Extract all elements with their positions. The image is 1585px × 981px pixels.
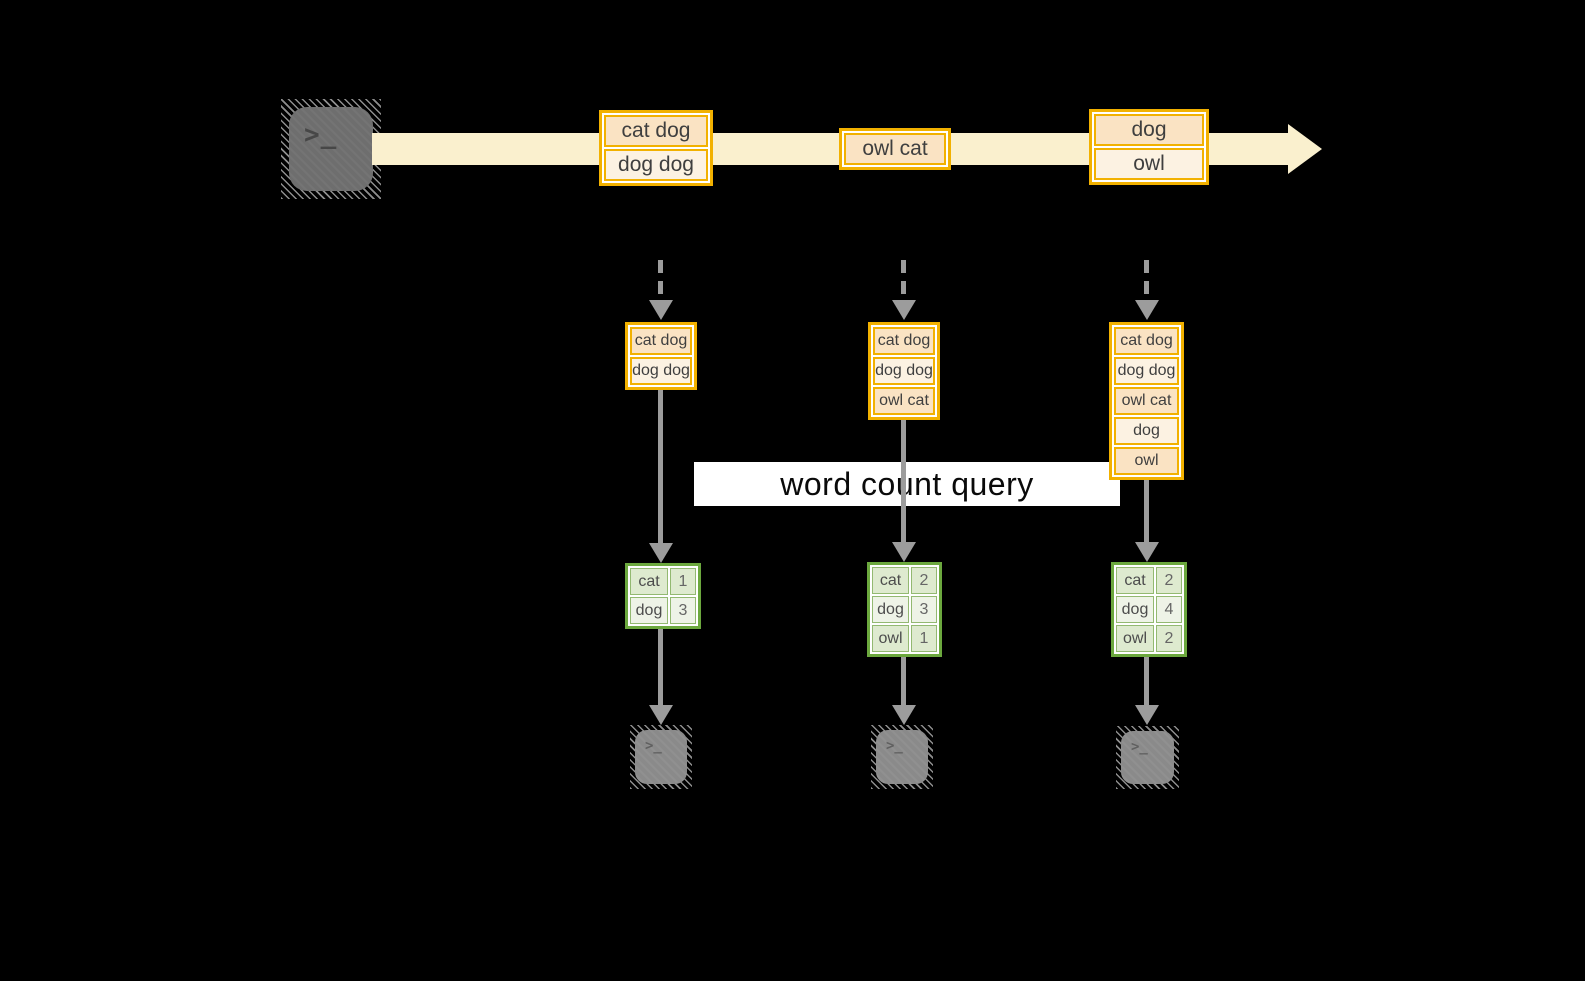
stream-batch-1: cat dog dog dog: [599, 110, 713, 186]
terminal-prompt-glyph: >_: [304, 120, 338, 150]
solid-arrow-head: [649, 543, 673, 563]
count-cell: 2: [911, 567, 937, 594]
terminal-prompt-glyph: >_: [1131, 739, 1148, 755]
stream-record: cat dog: [604, 115, 708, 147]
solid-arrow-head: [1135, 705, 1159, 725]
stream-record: dog: [1094, 114, 1204, 146]
word-cell: cat: [872, 567, 909, 594]
accumulated-row: cat dog: [1114, 327, 1179, 355]
count-cell: 1: [670, 568, 696, 595]
accumulated-records-1: cat dog dog dog: [625, 322, 697, 390]
terminal-sink-body: >_: [635, 730, 687, 784]
count-table-1: cat 1 dog 3: [625, 563, 701, 629]
terminal-sink-icon: >_: [871, 725, 933, 789]
terminal-sink-body: >_: [1121, 731, 1174, 784]
count-cell: 3: [670, 597, 696, 624]
dashed-arrow-line: [658, 260, 663, 302]
accumulated-row: cat dog: [630, 327, 692, 355]
terminal-prompt-glyph: >_: [645, 738, 662, 754]
accumulated-records-2: cat dog dog dog owl cat: [868, 322, 940, 420]
solid-arrow-line: [658, 629, 663, 705]
accumulated-row: cat dog: [873, 327, 935, 355]
word-cell: dog: [630, 597, 668, 624]
query-label: word count query: [780, 465, 1034, 502]
terminal-source-body: >_: [289, 107, 373, 191]
solid-arrow-head: [649, 705, 673, 725]
word-cell: cat: [1116, 567, 1154, 594]
dashed-arrow-head: [1135, 300, 1159, 320]
terminal-sink-icon: >_: [630, 725, 692, 789]
stream-arrowhead-icon: [1288, 124, 1322, 174]
count-cell: 2: [1156, 567, 1182, 594]
stream-record: owl cat: [844, 133, 946, 165]
solid-arrow-line: [658, 390, 663, 543]
solid-arrow-head: [892, 542, 916, 562]
dashed-arrow-head: [892, 300, 916, 320]
word-cell: dog: [1116, 596, 1154, 623]
count-cell: 4: [1156, 596, 1182, 623]
accumulated-row: dog dog: [630, 357, 692, 385]
word-cell: dog: [872, 596, 909, 623]
dashed-arrow-line: [1144, 260, 1149, 302]
solid-arrow-head: [892, 705, 916, 725]
word-cell: owl: [872, 625, 909, 652]
solid-arrow-line: [901, 657, 906, 705]
accumulated-row: dog dog: [1114, 357, 1179, 385]
count-cell: 2: [1156, 625, 1182, 652]
stream-record: dog dog: [604, 149, 708, 181]
accumulated-records-3: cat dog dog dog owl cat dog owl: [1109, 322, 1184, 480]
terminal-source-icon: >_: [281, 99, 381, 199]
dashed-arrow-line: [901, 260, 906, 302]
terminal-prompt-glyph: >_: [886, 738, 903, 754]
stream-record: owl: [1094, 148, 1204, 180]
dashed-arrow-head: [649, 300, 673, 320]
solid-arrow-head: [1135, 542, 1159, 562]
solid-arrow-line: [901, 420, 906, 542]
solid-arrow-line: [1144, 480, 1149, 542]
terminal-sink-icon: >_: [1116, 726, 1179, 789]
count-cell: 1: [911, 625, 937, 652]
accumulated-row: owl cat: [1114, 387, 1179, 415]
stream-batch-2: owl cat: [839, 128, 951, 170]
solid-arrow-line: [1144, 657, 1149, 705]
count-table-2: cat 2 dog 3 owl 1: [867, 562, 942, 657]
accumulated-row: dog: [1114, 417, 1179, 445]
accumulated-row: owl cat: [873, 387, 935, 415]
word-cell: owl: [1116, 625, 1154, 652]
query-banner: word count query: [694, 462, 1120, 506]
terminal-sink-body: >_: [876, 730, 928, 784]
accumulated-row: dog dog: [873, 357, 935, 385]
word-cell: cat: [630, 568, 668, 595]
count-cell: 3: [911, 596, 937, 623]
count-table-3: cat 2 dog 4 owl 2: [1111, 562, 1187, 657]
stream-batch-3: dog owl: [1089, 109, 1209, 185]
accumulated-row: owl: [1114, 447, 1179, 475]
